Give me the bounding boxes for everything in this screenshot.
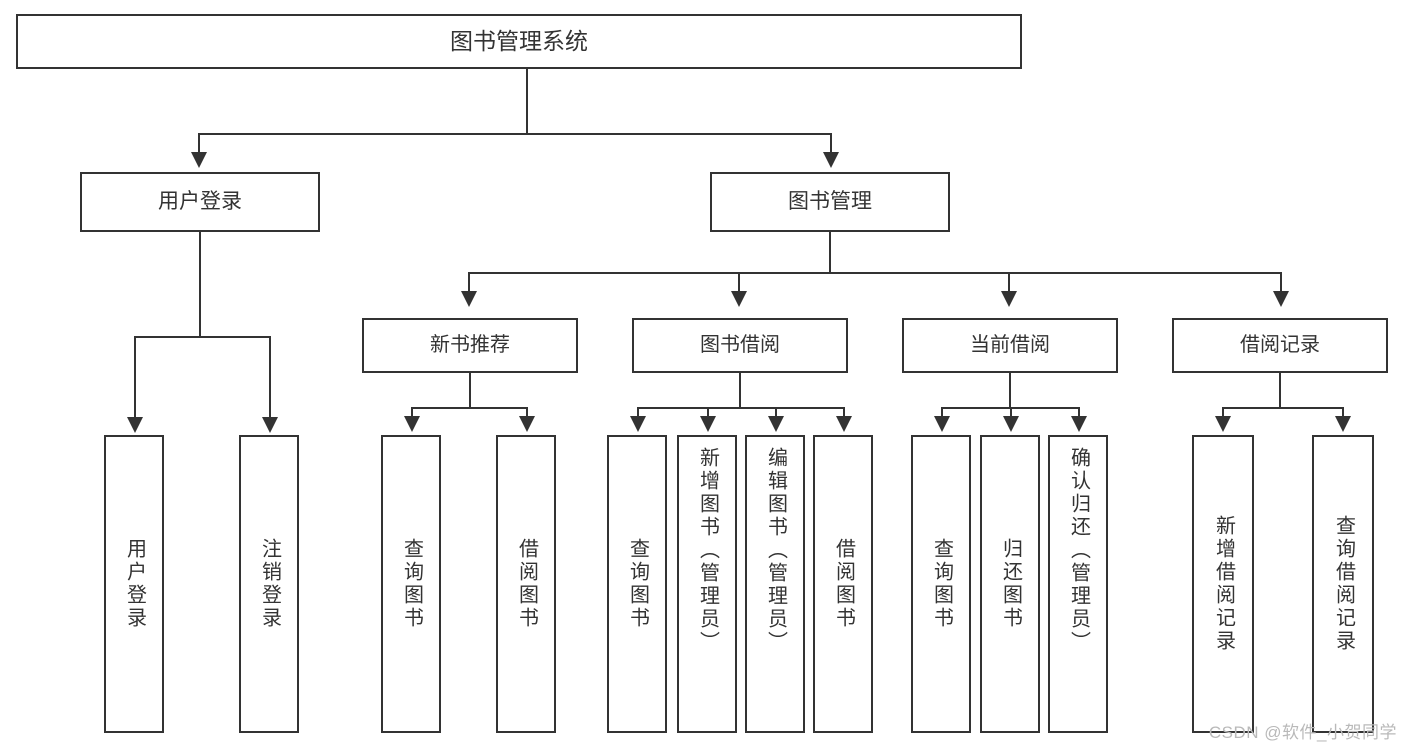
node-label: 新书推荐 [430,334,510,356]
connector-book-borrow-stem [739,373,741,409]
leaf-label: 用户登录 [123,538,146,630]
arrow-to-leaf-edit-book [768,416,784,432]
leaf-add-borrow-record[interactable]: 新增借阅记录 [1192,435,1254,733]
connector-borrow-record-leg-1 [1222,407,1224,417]
connector-new-book-leg-1 [411,407,413,417]
arrow-to-leaf-user-login [127,417,143,433]
connector-borrow-record-bus [1222,407,1344,409]
connector-book-manage-stem [829,232,831,274]
connector-current-borrow-leg-1 [941,407,943,417]
leaf-query-book-borrow[interactable]: 查询图书 [607,435,667,733]
connector-user-login-leg-1 [134,336,136,418]
leaf-borrow-book[interactable]: 借阅图书 [813,435,873,733]
leaf-query-book-recommend[interactable]: 查询图书 [381,435,441,733]
leaf-label: 确认归还（管理员） [1067,447,1090,654]
leaf-query-borrow-record[interactable]: 查询借阅记录 [1312,435,1374,733]
arrow-to-leaf-query-book-2 [630,416,646,432]
connector-user-login-leg-2 [269,336,271,418]
arrow-to-leaf-return-book [1003,416,1019,432]
connector-root-stem [526,69,528,134]
node-book-manage[interactable]: 图书管理 [710,172,950,232]
connector-current-borrow-leg-2 [1010,407,1012,417]
leaf-label: 注销登录 [258,538,281,630]
node-user-login[interactable]: 用户登录 [80,172,320,232]
node-label: 当前借阅 [970,334,1050,356]
leaf-label: 新增图书（管理员） [696,447,719,654]
arrow-to-leaf-add-book [700,416,716,432]
node-label: 借阅记录 [1240,334,1320,356]
connector-level3-bus [468,272,1282,274]
connector-book-borrow-leg-3 [775,407,777,417]
connector-book-borrow-bus [637,407,844,409]
node-book-borrow[interactable]: 图书借阅 [632,318,848,373]
leaf-borrow-book-recommend[interactable]: 借阅图书 [496,435,556,733]
arrow-to-leaf-borrow-book-1 [519,416,535,432]
leaf-label: 查询借阅记录 [1332,515,1355,653]
leaf-add-book-admin[interactable]: 新增图书（管理员） [677,435,737,733]
connector-root-leg-left [198,133,200,153]
arrow-to-new-book [461,291,477,307]
connector-root-leg-right [830,133,832,153]
arrow-to-leaf-add-record [1215,416,1231,432]
connector-borrow-record-leg-2 [1342,407,1344,417]
arrow-to-book-borrow [731,291,747,307]
leaf-label: 归还图书 [999,538,1022,630]
connector-new-book-bus [411,407,528,409]
connector-book-borrow-leg-4 [843,407,845,417]
arrow-to-leaf-query-record [1335,416,1351,432]
connector-level3-leg-1 [468,272,470,292]
leaf-user-login[interactable]: 用户登录 [104,435,164,733]
connector-level3-leg-4 [1280,272,1282,292]
connector-current-borrow-stem [1009,373,1011,409]
arrow-to-leaf-borrow-book-2 [836,416,852,432]
leaf-label: 借阅图书 [515,538,538,630]
node-borrow-record[interactable]: 借阅记录 [1172,318,1388,373]
connector-borrow-record-stem [1279,373,1281,409]
node-label: 图书管理 [788,189,872,213]
connector-user-login-bus [134,336,271,338]
leaf-confirm-return-admin[interactable]: 确认归还（管理员） [1048,435,1108,733]
leaf-return-book[interactable]: 归还图书 [980,435,1040,733]
node-current-borrow[interactable]: 当前借阅 [902,318,1118,373]
node-label: 图书管理系统 [450,28,588,55]
arrow-to-leaf-query-book-3 [934,416,950,432]
csdn-watermark: CSDN @软件_小贺同学 [1208,723,1397,742]
connector-new-book-leg-2 [526,407,528,417]
arrow-to-leaf-query-book-1 [404,416,420,432]
connector-level3-leg-3 [1008,272,1010,292]
arrow-to-leaf-confirm-return [1071,416,1087,432]
arrow-to-borrow-record [1273,291,1289,307]
leaf-label: 新增借阅记录 [1212,515,1235,653]
leaf-label: 借阅图书 [832,538,855,630]
leaf-user-logout[interactable]: 注销登录 [239,435,299,733]
node-new-book-recommend[interactable]: 新书推荐 [362,318,578,373]
connector-current-borrow-leg-3 [1078,407,1080,417]
connector-book-borrow-leg-1 [637,407,639,417]
connector-user-login-stem [199,232,201,337]
leaf-query-book-current[interactable]: 查询图书 [911,435,971,733]
node-label: 图书借阅 [700,334,780,356]
leaf-edit-book-admin[interactable]: 编辑图书（管理员） [745,435,805,733]
connector-book-borrow-leg-2 [707,407,709,417]
arrow-to-current-borrow [1001,291,1017,307]
connector-root-bus [198,133,832,135]
arrow-to-leaf-user-logout [262,417,278,433]
leaf-label: 查询图书 [400,538,423,630]
connector-level3-leg-2 [738,272,740,292]
arrow-to-book-manage [823,152,839,168]
leaf-label: 查询图书 [626,538,649,630]
arrow-to-user-login [191,152,207,168]
leaf-label: 查询图书 [930,538,953,630]
leaf-label: 编辑图书（管理员） [764,447,787,654]
node-label: 用户登录 [158,189,242,213]
node-root-system[interactable]: 图书管理系统 [16,14,1022,69]
connector-new-book-stem [469,373,471,409]
